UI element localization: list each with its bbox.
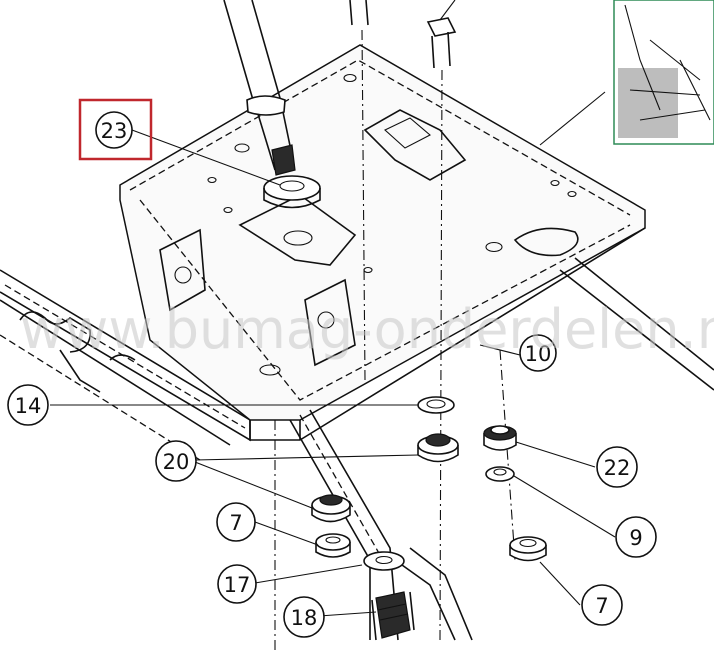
callout-20-label: 20	[163, 450, 190, 474]
part-23-bushing	[263, 175, 321, 209]
inset-thumbnail	[613, 0, 714, 145]
hardware-parts	[311, 396, 547, 641]
callout-22[interactable]: 22	[596, 446, 638, 488]
callout-10-label: 10	[525, 342, 552, 366]
callout-9[interactable]: 9	[615, 516, 657, 558]
callout-14[interactable]: 14	[7, 384, 49, 426]
callout-7-right[interactable]: 7	[581, 584, 623, 626]
callout-7-left-label: 7	[229, 511, 242, 535]
callout-10[interactable]: 10	[519, 334, 557, 372]
bolt-top	[349, 0, 457, 641]
callout-14-label: 14	[15, 394, 42, 418]
callout-18-label: 18	[291, 606, 318, 630]
callout-17[interactable]: 17	[217, 564, 257, 604]
lower-linkage	[274, 257, 714, 651]
part-9-washer	[485, 466, 515, 482]
callout-9-label: 9	[629, 526, 642, 550]
callout-20[interactable]: 20	[155, 440, 197, 482]
part-22-flange-nut	[483, 425, 517, 451]
part-18-gear	[371, 591, 415, 641]
callout-23-label: 23	[101, 119, 128, 143]
steering-plate	[119, 44, 646, 441]
part-7-nut-right	[509, 536, 547, 562]
watermark: www.bumag-onderdelen.nl	[20, 298, 714, 361]
callout-18[interactable]: 18	[283, 596, 325, 638]
steering-shaft	[223, 0, 296, 176]
callout-22-label: 22	[604, 456, 631, 480]
part-7-nut-left	[315, 533, 351, 558]
callout-23[interactable]: 23	[95, 111, 133, 149]
highlight-box	[78, 98, 153, 161]
callout-7-right-label: 7	[595, 594, 608, 618]
part-20-lower-bushing	[311, 494, 351, 523]
callout-7-left[interactable]: 7	[216, 502, 256, 542]
callout-17-label: 17	[224, 573, 251, 597]
part-17-washer	[363, 551, 405, 571]
part-20-upper-bushing	[417, 433, 459, 463]
